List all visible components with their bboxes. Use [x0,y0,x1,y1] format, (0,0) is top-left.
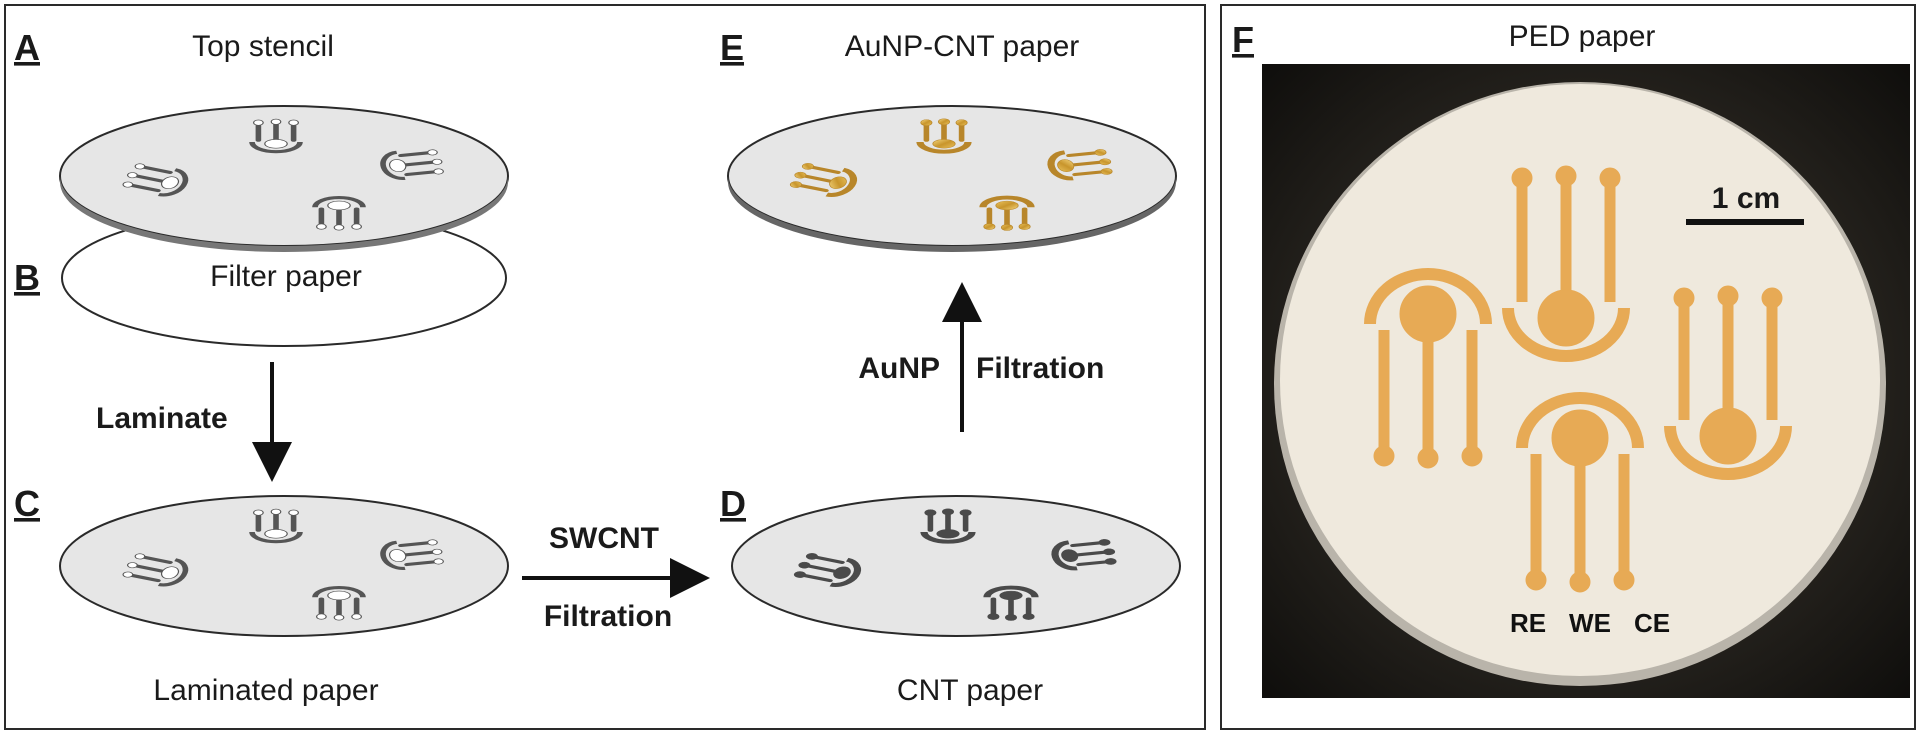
top-stencil-disc [59,105,509,252]
filtration-label-2: Filtration [976,352,1104,385]
panel-c-letter: C [14,483,40,524]
panel-a-caption: Top stencil [192,30,334,63]
panel-e-caption: AuNP-CNT paper [845,30,1080,63]
laminate-label: Laminate [96,402,228,435]
left-panel-frame [4,4,1206,730]
panel-d-caption: CNT paper [897,674,1043,707]
scale-bar-label: 1 cm [1712,182,1780,215]
electrode-label-re: RE [1510,608,1546,638]
laminated-paper-disc [59,495,509,637]
swcnt-label: SWCNT [549,522,659,555]
panel-a-letter: A [14,27,40,68]
filtration-label-1: Filtration [544,600,672,633]
cnt-paper-disc [731,495,1181,637]
panel-b-letter: B [14,257,40,298]
electrode-label-we: WE [1569,608,1611,638]
aunp-cnt-paper-disc [727,105,1177,252]
panel-f-caption: PED paper [1509,20,1656,53]
ped-paper-photo [1262,64,1910,698]
panel-e-letter: E [720,27,744,68]
panel-c-caption: Laminated paper [153,674,378,707]
panel-b-caption: Filter paper [210,260,362,293]
aunp-label: AuNP [858,352,940,385]
electrode-label-ce: CE [1634,608,1670,638]
panel-d-letter: D [720,483,746,524]
panel-f-letter: F [1232,19,1254,60]
right-panel-frame [1220,4,1916,730]
